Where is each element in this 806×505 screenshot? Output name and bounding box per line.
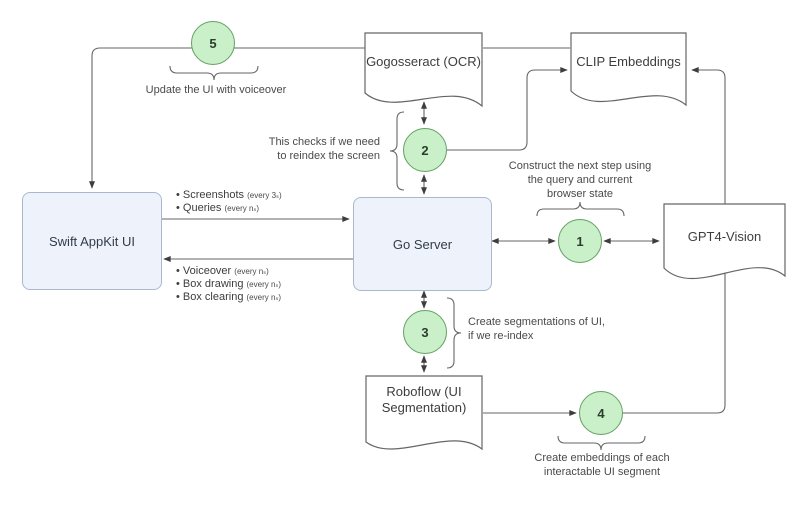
- node-roboflow-ui-segmentation: Roboflow (UI Segmentation): [365, 375, 483, 461]
- node-clip-embeddings: CLIP Embeddings: [570, 32, 687, 114]
- annotation-step-5: Update the UI with voiceover: [145, 84, 287, 96]
- document-shape-icon: [365, 375, 483, 451]
- node-clip-embeddings-label: CLIP Embeddings: [576, 54, 681, 69]
- step-circle-5: 5: [191, 21, 235, 65]
- edge-label-text: • Box drawing: [176, 278, 244, 291]
- node-gogosseract-ocr-label: Gogosseract (OCR): [366, 54, 481, 69]
- edge-label-note: (every nₛ): [246, 280, 282, 290]
- edge-label-line: • Box clearing (every nₛ): [176, 291, 281, 304]
- step-circle-2-number: 2: [421, 142, 429, 158]
- edge-gogosseract-to-swift: [89, 47, 365, 189]
- brace-step-3: [446, 297, 462, 369]
- edge-label-line: • Voiceover (every nₛ): [176, 265, 281, 278]
- node-swift-appkit-ui: Swift AppKit UI: [22, 192, 162, 290]
- edge-label-text: • Screenshots: [176, 189, 245, 201]
- node-go-server-label: Go Server: [392, 236, 453, 252]
- brace-step-5: [169, 65, 259, 81]
- edge-label-text: • Voiceover: [176, 265, 232, 277]
- edge-label-text: • Box clearing: [176, 291, 244, 304]
- edge-step2-to-clip: [447, 67, 568, 151]
- step-circle-1: 1: [558, 219, 602, 263]
- annotation-step-3: Create segmentations of UI, if we re-ind…: [468, 316, 605, 342]
- node-go-server: Go Server: [353, 197, 492, 291]
- brace-step-1: [536, 201, 625, 217]
- document-shape-icon: [663, 203, 786, 280]
- node-gpt4-vision-label: GPT4-Vision: [687, 229, 762, 244]
- step-circle-2: 2: [403, 128, 447, 172]
- step-circle-5-number: 5: [209, 35, 217, 51]
- edge-label-server-to-ui: • Voiceover (every nₛ) • Box drawing (ev…: [176, 265, 281, 305]
- step-circle-3-number: 3: [421, 324, 429, 340]
- annotation-step-4: Create embeddings of each interactable U…: [534, 452, 670, 478]
- edge-label-line: • Queries (every nₛ): [176, 202, 282, 215]
- step-circle-3: 3: [403, 310, 447, 354]
- edge-label-line: • Box drawing (every nₛ): [176, 278, 281, 291]
- node-swift-appkit-ui-label: Swift AppKit UI: [49, 233, 135, 249]
- edge-label-note: (every nₛ): [224, 204, 260, 214]
- annotation-step-2: This checks if we need to reindex the sc…: [268, 136, 380, 162]
- step-circle-4-number: 4: [597, 405, 605, 421]
- node-roboflow-ui-segmentation-label: Roboflow (UI Segmentation): [381, 384, 467, 415]
- step-circle-1-number: 1: [576, 233, 584, 249]
- step-circle-4: 4: [579, 391, 623, 435]
- node-gpt4-vision: GPT4-Vision: [663, 203, 786, 297]
- document-shape-icon: [364, 32, 483, 108]
- edge-label-text: • Queries: [176, 202, 222, 215]
- brace-step-4: [557, 435, 646, 451]
- edge-label-ui-to-server: • Screenshots (every 3ₛ) • Queries (ever…: [176, 189, 282, 215]
- document-shape-icon: [570, 32, 687, 107]
- edge-label-line: • Screenshots (every 3ₛ): [176, 189, 282, 202]
- annotation-step-1: Construct the next step using the query …: [508, 160, 652, 200]
- edge-label-note: (every nₛ): [246, 293, 282, 303]
- brace-step-2: [389, 111, 405, 191]
- node-gogosseract-ocr: Gogosseract (OCR): [364, 32, 483, 114]
- edge-label-note: (every nₛ): [234, 267, 269, 276]
- edge-label-note: (every 3ₛ): [247, 191, 282, 200]
